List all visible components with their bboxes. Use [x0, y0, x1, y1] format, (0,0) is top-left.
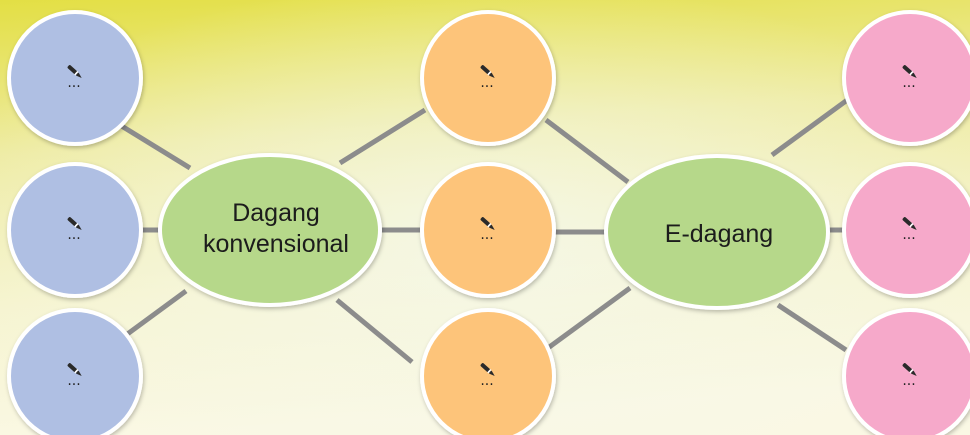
- node-left-middle[interactable]: ...: [7, 162, 143, 298]
- placeholder-dots: ...: [902, 227, 915, 243]
- connector-right-bottom: [776, 302, 848, 353]
- center-node-ecommerce[interactable]: E-dagang: [604, 154, 830, 310]
- center-node-conventional[interactable]: Dagang konvensional: [158, 153, 382, 307]
- placeholder-dots: ...: [67, 373, 80, 389]
- node-left-top[interactable]: ...: [7, 10, 143, 146]
- node-right-bottom-shape: [842, 308, 970, 435]
- placeholder-dots: ...: [480, 75, 493, 91]
- placeholder-nodes: ...........................: [7, 10, 970, 435]
- node-right-middle-shape: [842, 162, 970, 298]
- node-left-middle-shape: [7, 162, 143, 298]
- connector-mid-top-cr: [544, 118, 630, 184]
- pen-icon: [902, 363, 917, 377]
- connector-clt-mid-bottom: [335, 298, 414, 364]
- center-node-conventional-label-line1: Dagang: [232, 199, 320, 227]
- connector-left-bottom: [120, 288, 188, 341]
- pen-icon: [67, 363, 82, 377]
- pen-icon: [480, 65, 495, 79]
- connectors: [118, 95, 852, 364]
- placeholder-dots: ...: [902, 373, 915, 389]
- connector-left-top: [118, 122, 192, 171]
- center-node-ecommerce-shape: [604, 154, 830, 310]
- node-right-top-shape: [842, 10, 970, 146]
- connector-clt-mid-top: [338, 107, 427, 166]
- node-middle-middle[interactable]: ...: [420, 162, 556, 298]
- center-node-conventional-label-line2: konvensional: [203, 230, 349, 258]
- placeholder-dots: ...: [480, 373, 493, 389]
- center-node-conventional-shape: [158, 153, 382, 307]
- placeholder-dots: ...: [67, 75, 80, 91]
- node-left-top-shape: [7, 10, 143, 146]
- pen-icon: [480, 217, 495, 231]
- pen-icon: [480, 363, 495, 377]
- node-middle-middle-shape: [420, 162, 556, 298]
- pen-icon: [902, 65, 917, 79]
- node-right-middle[interactable]: ...: [842, 162, 970, 298]
- placeholder-dots: ...: [67, 227, 80, 243]
- pen-icon: [902, 217, 917, 231]
- node-middle-top[interactable]: ...: [420, 10, 556, 146]
- pen-icon: [67, 217, 82, 231]
- node-right-top[interactable]: ...: [842, 10, 970, 146]
- connector-right-top: [770, 95, 852, 158]
- node-middle-bottom[interactable]: ...: [420, 308, 556, 435]
- connector-mid-bottom-cr: [546, 285, 632, 351]
- node-right-bottom[interactable]: ...: [842, 308, 970, 435]
- placeholder-dots: ...: [902, 75, 915, 91]
- node-left-bottom[interactable]: ...: [7, 308, 143, 435]
- center-node-ecommerce-label: E-dagang: [665, 220, 773, 248]
- node-middle-top-shape: [420, 10, 556, 146]
- placeholder-dots: ...: [480, 227, 493, 243]
- pen-icon: [67, 65, 82, 79]
